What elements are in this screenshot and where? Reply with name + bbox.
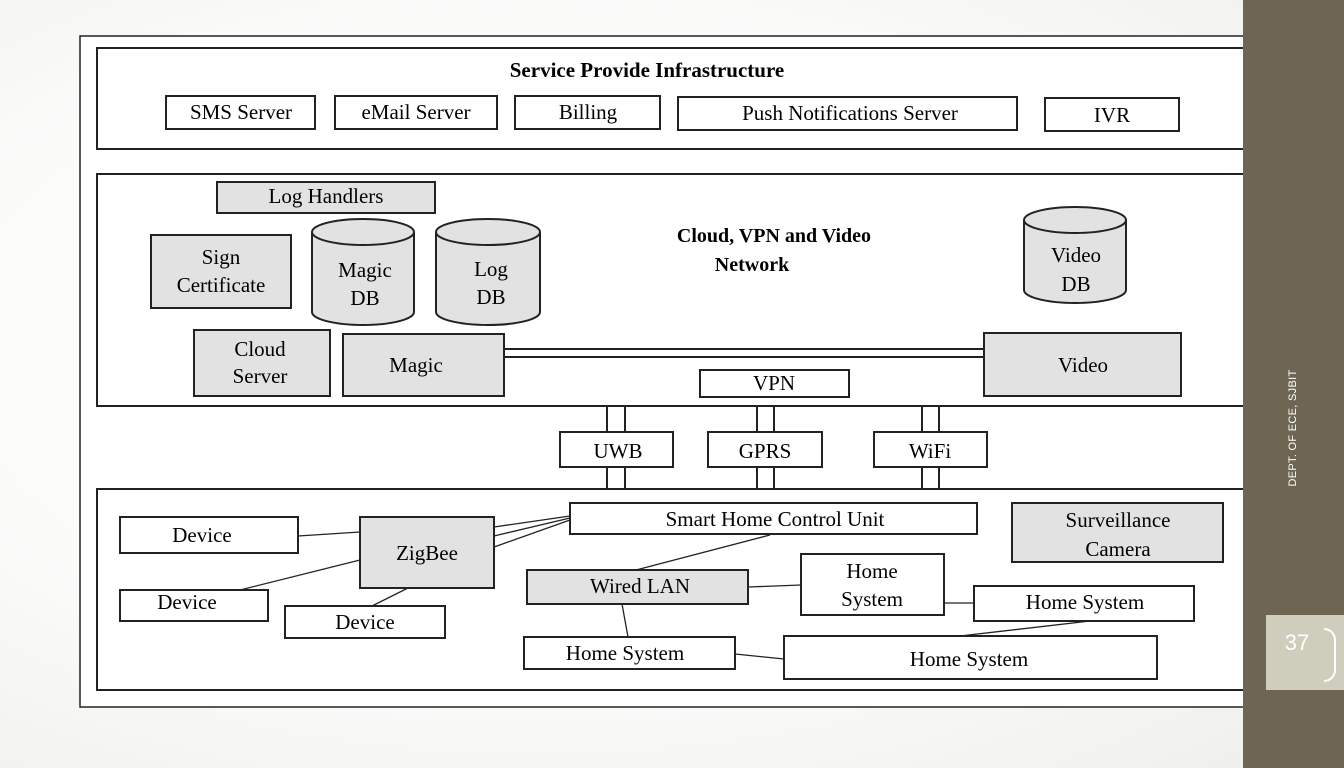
home-system-bottom-right-label: Home System — [910, 647, 1028, 671]
zigbee-control-link-1 — [493, 515, 571, 528]
video-label: Video — [1058, 353, 1108, 377]
magic-db-cylinder: Magic DB — [311, 218, 415, 326]
home-system-mid-line1: Home — [846, 559, 897, 583]
magic-db-line1: Magic — [338, 258, 392, 282]
device-bottom-label: Device — [335, 610, 394, 634]
home-system-right-box — [973, 585, 1195, 622]
home-system-right-label: Home System — [1026, 590, 1144, 614]
surveillance-line2: Camera — [1085, 537, 1151, 561]
log-handlers-box — [216, 181, 436, 214]
device-zigbee-link — [297, 531, 361, 537]
vpn-label: VPN — [753, 371, 795, 395]
surveillance-line1: Surveillance — [1066, 508, 1171, 532]
wired-lan-box — [526, 569, 749, 605]
billing-label: Billing — [559, 100, 618, 124]
video-box — [983, 332, 1182, 397]
ivr-box — [1044, 97, 1180, 132]
cloud-server-line2: Server — [233, 364, 288, 388]
gprs-label: GPRS — [739, 439, 792, 463]
push-notifications-box — [677, 96, 1018, 131]
vpn-box — [699, 369, 850, 398]
wifi-box — [873, 431, 988, 468]
log-handlers-label: Log Handlers — [269, 184, 384, 208]
sign-certificate-line1: Sign — [202, 245, 241, 269]
device-zigbee-link-2 — [239, 559, 361, 591]
control-lan-link — [635, 534, 771, 571]
sms-server-box — [165, 95, 316, 130]
home-network-panel: Device Device Device ZigBee Smart Home C… — [96, 488, 1248, 691]
control-unit-label: Smart Home Control Unit — [666, 507, 885, 531]
sign-certificate-line2: Certificate — [177, 273, 266, 297]
device-bottom-left-label: Device — [157, 590, 216, 614]
zigbee-control-link-2 — [493, 517, 571, 537]
home-right-diagonal-link — [959, 620, 1091, 637]
gprs-box — [707, 431, 823, 468]
home-system-mid-line2: System — [841, 587, 903, 611]
wired-lan-label: Wired LAN — [590, 574, 690, 598]
device-bottom-left-box — [119, 589, 269, 622]
device-zigbee-link-3 — [371, 587, 409, 607]
lan-home-bottom-link — [621, 603, 629, 638]
sign-certificate-box — [150, 234, 292, 309]
log-db-line1: Log — [474, 257, 508, 281]
home-system-bottom-right-box — [783, 635, 1158, 680]
video-db-line2: DB — [1061, 272, 1090, 296]
billing-box — [514, 95, 661, 130]
home-system-bottom-left-box — [523, 636, 736, 670]
page-bracket — [1324, 628, 1336, 682]
device-left-box — [119, 516, 299, 554]
home-system-mid-box — [800, 553, 945, 616]
uwb-box — [559, 431, 674, 468]
sms-server-label: SMS Server — [190, 100, 292, 124]
zigbee-box — [359, 516, 495, 589]
cloud-title-line2: Network — [715, 254, 790, 276]
zigbee-control-link-3 — [493, 519, 571, 548]
magic-label: Magic — [389, 353, 443, 377]
lan-home-system-link — [747, 584, 802, 588]
cloud-server-line1: Cloud — [234, 337, 286, 361]
ivr-label: IVR — [1094, 103, 1130, 127]
video-db-line1: Video — [1051, 243, 1101, 267]
zigbee-label: ZigBee — [396, 541, 458, 565]
wifi-label: WiFi — [909, 439, 951, 463]
control-unit-box — [569, 502, 978, 535]
device-bottom-box — [284, 605, 446, 639]
push-notifications-label: Push Notifications Server — [742, 101, 958, 125]
cloud-server-box — [193, 329, 331, 397]
magic-db-line2: DB — [350, 286, 379, 310]
magic-box — [342, 333, 505, 397]
network-links: UWB GPRS WiFi — [559, 406, 988, 489]
cloud-network-panel: Cloud, VPN and Video Network Log Handler… — [96, 173, 1248, 407]
home-bottom-link — [734, 653, 785, 660]
email-server-box — [334, 95, 498, 130]
slide-footer: DEPT. OF ECE, SJBIT — [1287, 369, 1299, 487]
page-number: 37 — [1284, 630, 1310, 655]
service-infrastructure-panel: Service Provide Infrastructure SMS Serve… — [96, 47, 1248, 150]
home-system-bottom-left-label: Home System — [566, 641, 684, 665]
surveillance-camera-box — [1011, 502, 1224, 563]
device-left-label: Device — [172, 523, 231, 547]
uwb-label: UWB — [594, 439, 643, 463]
cloud-title-line1: Cloud, VPN and Video — [677, 225, 871, 247]
video-db-cylinder: Video DB — [1023, 206, 1127, 304]
log-db-cylinder: Log DB — [435, 218, 541, 326]
service-infrastructure-title: Service Provide Infrastructure — [510, 58, 785, 82]
log-db-line2: DB — [476, 285, 505, 309]
email-server-label: eMail Server — [361, 100, 470, 124]
